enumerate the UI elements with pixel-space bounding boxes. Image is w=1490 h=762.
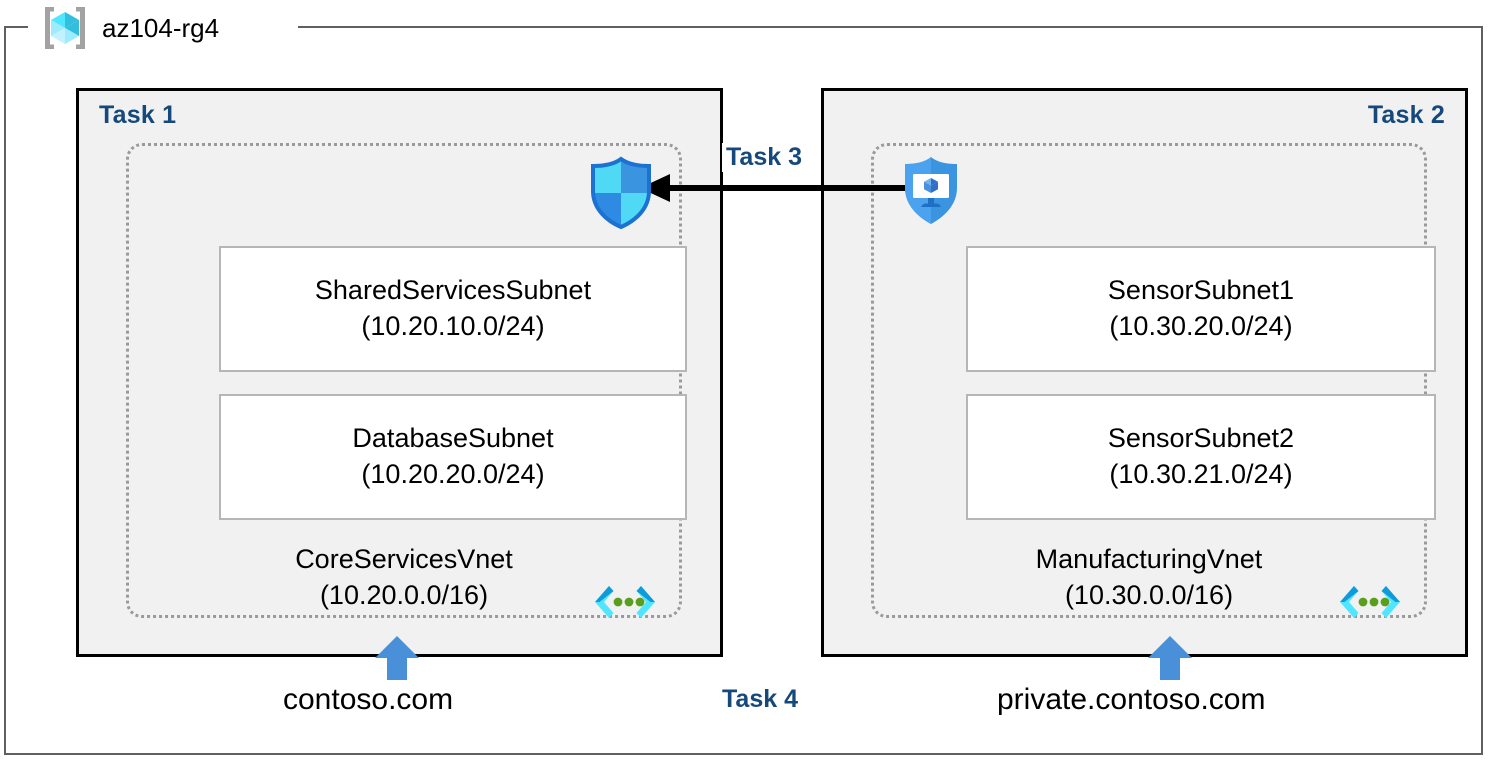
vnet-cidr: (10.20.0.0/16) (319, 579, 489, 610)
vnet-cidr: (10.30.0.0/16) (1064, 579, 1234, 610)
manufacturing-vnet-caption: ManufacturingVnet (10.30.0.0/16) (874, 542, 1424, 613)
virtual-network-brackets-icon (1340, 586, 1400, 618)
subnet-name: DatabaseSubnet (352, 423, 554, 454)
subnet-database: DatabaseSubnet (10.20.20.0/24) (219, 394, 687, 520)
dns-zone-private-contoso: private.contoso.com (997, 683, 1266, 716)
network-watcher-shield-vm-icon (905, 157, 957, 224)
subnet-sensor-1: SensorSubnet1 (10.30.20.0/24) (966, 246, 1436, 372)
dns-up-arrow-icon (1148, 636, 1192, 680)
subnet-name: SensorSubnet1 (1107, 275, 1295, 306)
vnet-name: CoreServicesVnet (295, 544, 513, 574)
resource-group-title-gap (28, 18, 298, 36)
subnet-sensor-2: SensorSubnet2 (10.30.21.0/24) (966, 394, 1436, 520)
resource-group-name: az104-rg4 (102, 13, 220, 43)
task1-label: Task 1 (99, 101, 177, 129)
subnet-name: SharedServicesSubnet (314, 275, 592, 306)
virtual-network-brackets-icon (595, 586, 655, 618)
subnet-name: SensorSubnet2 (1107, 423, 1295, 454)
dns-zone-contoso: contoso.com (283, 683, 454, 716)
task4-label: Task 4 (722, 685, 798, 713)
subnet-cidr: (10.20.20.0/24) (361, 459, 545, 489)
vnet-name: ManufacturingVnet (1035, 544, 1263, 574)
subnet-shared-services: SharedServicesSubnet (10.20.10.0/24) (219, 246, 687, 372)
subnet-cidr: (10.30.21.0/24) (1109, 459, 1293, 489)
resource-group-title: az104-rg4 (38, 2, 219, 54)
peering-arrow-left-icon (640, 174, 912, 202)
network-security-group-shield-icon (591, 156, 651, 230)
task2-panel: Task 2 SensorSubnet1 (10.30.20.0/24) Sen… (821, 88, 1468, 657)
subnet-cidr: (10.20.10.0/24) (361, 311, 545, 341)
resource-group-frame (4, 26, 1483, 755)
task2-label: Task 2 (1367, 101, 1445, 129)
task3-label: Task 3 (722, 143, 806, 172)
resource-group-cube-icon (45, 7, 85, 49)
core-services-vnet-caption: CoreServicesVnet (10.20.0.0/16) (129, 542, 679, 613)
core-services-vnet: SharedServicesSubnet (10.20.10.0/24) Dat… (126, 143, 687, 618)
manufacturing-vnet: SensorSubnet1 (10.30.20.0/24) SensorSubn… (871, 143, 1436, 618)
dns-up-arrow-icon (375, 636, 419, 680)
subnet-cidr: (10.30.20.0/24) (1109, 311, 1293, 341)
